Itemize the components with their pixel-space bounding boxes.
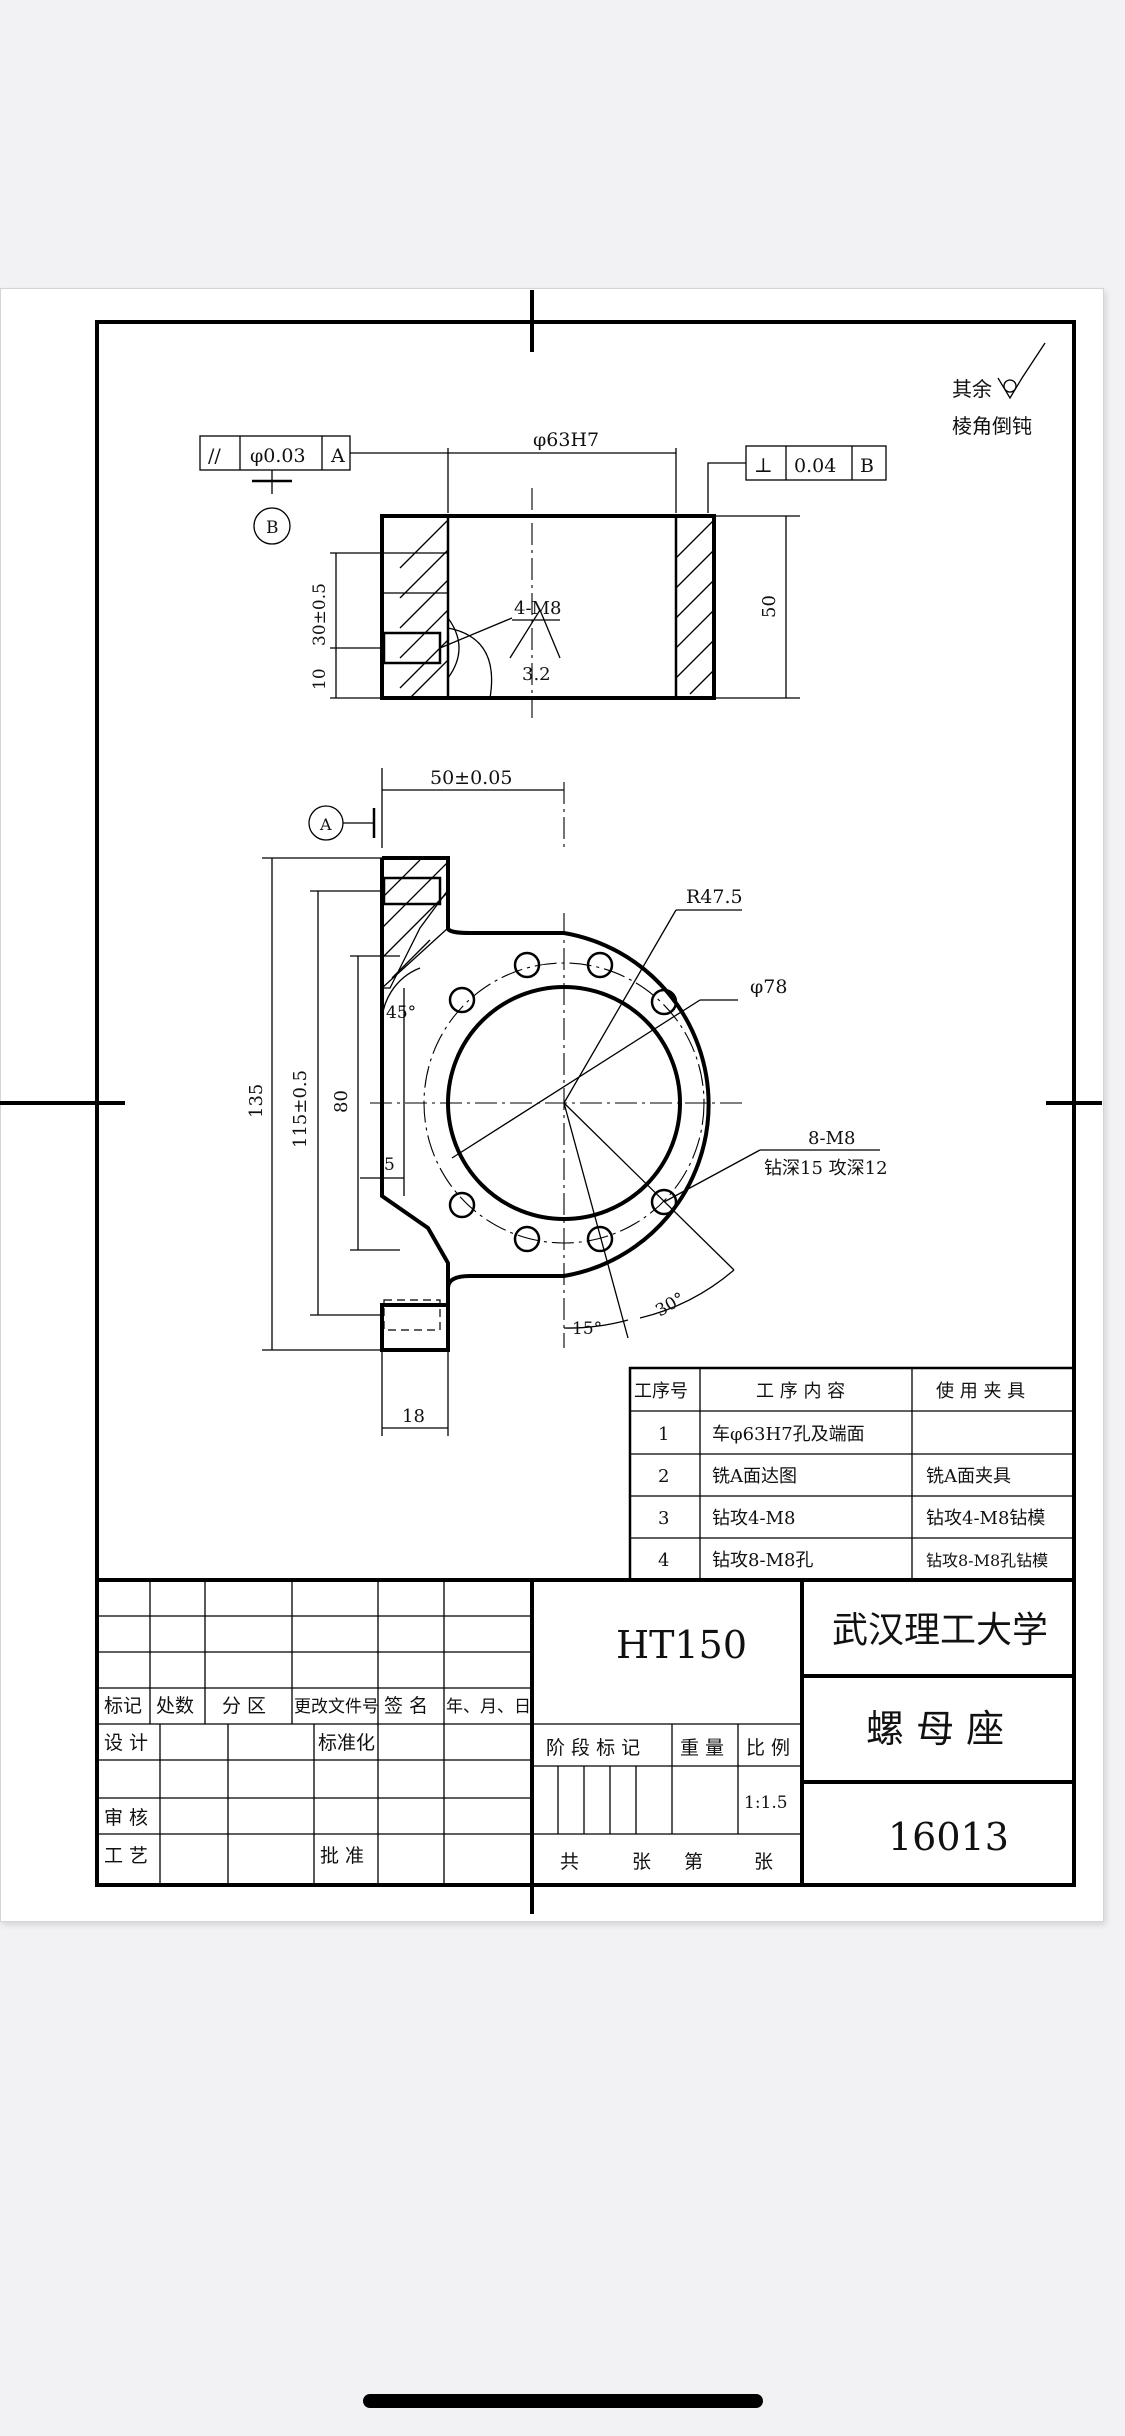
table-cell: 铣A面夹具: [926, 1466, 1011, 1487]
sheet-count-label: 张: [754, 1851, 773, 1873]
dim-15deg: 15°: [572, 1319, 602, 1339]
dim-bore: φ63H7: [533, 429, 599, 451]
table-cell: 钻攻4-M8钻模: [926, 1508, 1045, 1529]
dim-10: 10: [310, 668, 330, 690]
label-weight: 重 量: [680, 1737, 724, 1759]
dim-50: 50: [759, 595, 780, 618]
label-scale: 比 例: [746, 1737, 790, 1759]
school-name: 武汉理工大学: [832, 1610, 1048, 1651]
gdt-parallel-symbol: //: [208, 445, 221, 467]
bolt-hole: [448, 986, 476, 1014]
table-cell: 钻攻8-M8孔钻模: [926, 1551, 1048, 1570]
dim-135: 135: [246, 1084, 267, 1118]
table-cell: 3: [658, 1508, 669, 1529]
bolt-hole: [448, 1191, 476, 1219]
bolt-hole: [586, 951, 614, 979]
dim-115: 115±0.5: [290, 1070, 311, 1148]
roughness-circle-icon: [1003, 379, 1017, 393]
dim-r475: R47.5: [686, 886, 743, 908]
sheet-count-label: 共: [560, 1851, 579, 1873]
rev-header: 签 名: [384, 1695, 428, 1717]
surface-finish-note: 其余 棱角倒钝: [952, 342, 1046, 438]
gdt-parallel-datum: A: [330, 445, 345, 467]
hatch-left: [399, 519, 449, 699]
top-section-view: // φ0.03 A B φ63H7 ⊥ 0.04 B: [199, 429, 887, 718]
bolt-hole: [586, 1225, 614, 1253]
table-row: 4 钻攻8-M8孔 钻攻8-M8孔钻模: [658, 1550, 1048, 1571]
datum-b-circle: [253, 507, 291, 545]
table-cell: 钻攻8-M8孔: [712, 1550, 813, 1571]
table-cell: 钻攻4-M8: [712, 1508, 795, 1529]
dim-4m8: 4-M8: [514, 598, 561, 619]
dim-8m8: 8-M8: [808, 1128, 855, 1149]
top-body-outline: [380, 514, 716, 700]
note-chamfer: 棱角倒钝: [952, 414, 1032, 438]
stage-grid: [532, 1723, 802, 1835]
scale-value: 1:1.5: [744, 1793, 788, 1813]
table-cell: 铣A面达图: [712, 1466, 797, 1487]
dim-50-005: 50±0.05: [430, 767, 512, 789]
datum-a-label: A: [319, 815, 332, 834]
gdt-perp-datum: B: [860, 455, 874, 477]
rev-header: 年、月、日: [446, 1697, 531, 1717]
table-row: 3 钻攻4-M8 钻攻4-M8钻模: [658, 1508, 1045, 1529]
bolt-hole: [650, 988, 678, 1016]
front-outline: [380, 856, 711, 1352]
bolt-hole: [650, 1188, 678, 1216]
label-design: 设 计: [104, 1732, 148, 1754]
sheet-count-label: 第: [684, 1851, 703, 1873]
roughness-3-2: 3.2: [522, 664, 551, 685]
gdt-perp-symbol: ⊥: [754, 453, 773, 477]
dim-80: 80: [331, 1090, 352, 1113]
bolt-hole: [513, 951, 541, 979]
title-block: 标记 处数 分 区 更改文件号 签 名 年、月、日 设 计 标准化 审 核 工 …: [97, 1578, 1074, 1885]
dim-45deg: 45°: [386, 1003, 416, 1023]
table-row: 1 车φ63H7孔及端面: [658, 1424, 865, 1445]
table-cell: 车φ63H7孔及端面: [712, 1424, 865, 1445]
rev-header: 分 区: [222, 1695, 266, 1717]
dim-8m8-depth: 钻深15 攻深12: [764, 1158, 888, 1179]
dim-5: 5: [384, 1155, 395, 1175]
rev-header: 处数: [156, 1695, 194, 1717]
top-lug-hole: [382, 876, 442, 906]
dim-30deg: 30°: [652, 1289, 688, 1321]
dim-30: 30±0.5: [310, 583, 330, 646]
table-header: 工 序 内 容: [756, 1381, 845, 1402]
bottom-lug-hole: [383, 1299, 441, 1331]
bolt-holes: [448, 951, 678, 1253]
process-table: 工序号 工 序 内 容 使 用 夹 具 1 车φ63H7孔及端面 2 铣A面达图…: [628, 1366, 1076, 1582]
table-row: 2 铣A面达图 铣A面夹具: [658, 1466, 1011, 1487]
dim-18: 18: [402, 1406, 425, 1427]
thread-hole: [382, 631, 442, 665]
dim-phi78: φ78: [750, 976, 787, 998]
label-stage: 阶 段 标 记: [546, 1737, 640, 1759]
home-indicator[interactable]: [363, 2394, 763, 2408]
drawing-sheet: [0, 288, 1104, 1922]
front-view: 50±0.05 A: [246, 767, 888, 1436]
gdt-perp-tolerance: 0.04: [794, 455, 836, 477]
label-standardize: 标准化: [318, 1732, 375, 1754]
gdt-parallel-tolerance: φ0.03: [250, 445, 306, 467]
datum-b-label: B: [266, 518, 279, 538]
revision-grid: [97, 1580, 532, 1885]
bolt-hole: [513, 1225, 541, 1253]
rev-header: 更改文件号: [294, 1697, 379, 1717]
drawing-number: 16013: [888, 1815, 1009, 1859]
note-rest: 其余: [952, 377, 992, 401]
rev-header: 标记: [104, 1695, 142, 1717]
hatch-right: [675, 519, 715, 695]
table-header: 工序号: [634, 1381, 688, 1402]
table-cell: 4: [658, 1550, 669, 1571]
sheet-count-label: 张: [632, 1851, 651, 1873]
label-process: 工 艺: [104, 1845, 148, 1867]
label-approve: 批 准: [320, 1845, 364, 1867]
roughness-3-2-icon: [509, 608, 561, 659]
label-review: 审 核: [104, 1807, 148, 1829]
table-cell: 1: [658, 1424, 669, 1445]
engineering-drawing: 其余 棱角倒钝 // φ0.03 A B φ63H7 ⊥ 0.04 B: [0, 290, 1102, 1914]
table-cell: 2: [658, 1466, 669, 1487]
table-header: 使 用 夹 具: [936, 1381, 1025, 1402]
part-name: 螺 母 座: [866, 1707, 1004, 1751]
material: HT150: [616, 1623, 747, 1667]
